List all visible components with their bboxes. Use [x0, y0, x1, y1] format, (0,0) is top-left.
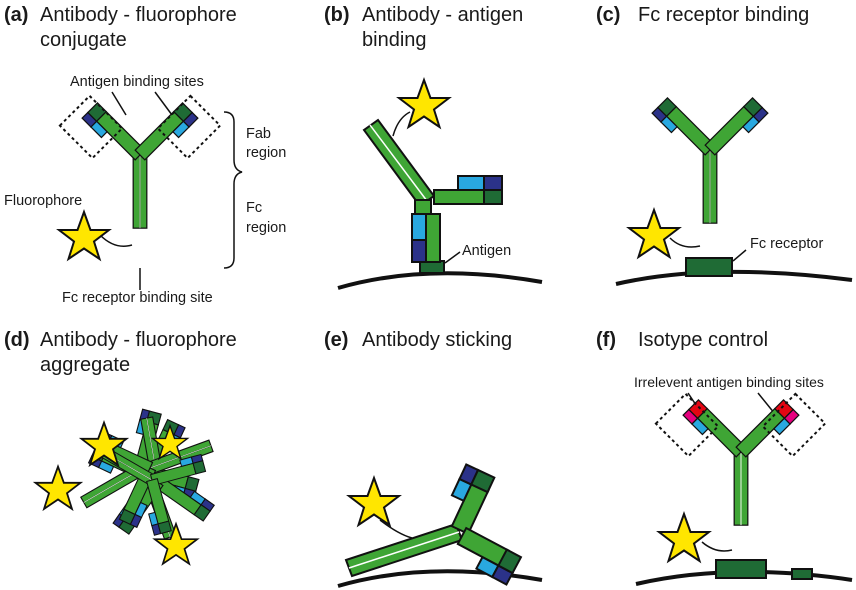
fluorophore-linker — [701, 541, 733, 552]
panel-b-title-line2: binding — [362, 29, 427, 51]
leader-line — [154, 91, 173, 116]
panel-e: (e) Antibody sticking — [324, 329, 543, 588]
region-brace — [223, 111, 243, 269]
fc-receptor-label: Fc receptor — [750, 236, 823, 252]
panel-b-letter: (b) — [324, 4, 350, 26]
star-icon — [34, 465, 82, 510]
antibody-icon-e — [344, 463, 523, 586]
fc-label-line2: region — [246, 220, 286, 236]
fluorophore-linker — [669, 237, 701, 248]
antibody-icon-b — [362, 118, 503, 263]
antibody-icon-isotype — [682, 399, 800, 526]
panel-a-title-line1: Antibody - fluorophore — [40, 4, 237, 26]
panel-d-title-line2: aggregate — [40, 354, 130, 376]
leader-line — [732, 249, 747, 262]
leader-line — [111, 91, 127, 116]
fluorophore-label: Fluorophore — [4, 193, 82, 209]
panel-d-letter: (d) — [4, 329, 30, 351]
panel-c-letter: (c) — [596, 4, 620, 26]
panel-a: (a) Antibody - fluorophore conjugate Ant… — [4, 4, 286, 306]
panel-b: (b) Antibody - antigen binding Antigen — [324, 4, 543, 290]
cell-surface-curve — [337, 569, 543, 588]
star-icon — [658, 513, 710, 562]
fc-label-line1: Fc — [246, 200, 262, 216]
panel-c-title-line1: Fc receptor binding — [638, 4, 809, 26]
fluorophore-linker — [392, 111, 411, 137]
fluorophore-linker — [99, 234, 133, 247]
panel-a-letter: (a) — [4, 4, 28, 26]
cell-surface-curve — [337, 271, 543, 290]
fab-label-line2: region — [246, 145, 286, 161]
panel-c: (c) Fc receptor binding Fc receptor — [596, 4, 853, 286]
antibody-icon-a — [81, 102, 199, 229]
panel-a-title-line2: conjugate — [40, 29, 127, 51]
binding-site-box-right — [761, 392, 827, 458]
panel-f-letter: (f) — [596, 329, 616, 351]
fc-receptor-icon — [715, 559, 767, 579]
binding-site-box-left — [654, 392, 720, 458]
star-icon — [628, 209, 680, 258]
panel-d: (d) Antibody - fluorophore aggregate — [4, 329, 237, 565]
panel-b-title-line1: Antibody - antigen — [362, 4, 523, 26]
fc-receptor-binding-site-label: Fc receptor binding site — [62, 290, 213, 306]
irrelevant-binding-sites-label: Irrelevent antigen binding sites — [634, 374, 824, 390]
panel-e-letter: (e) — [324, 329, 348, 351]
star-icon — [58, 211, 110, 260]
panel-f-title-line1: Isotype control — [638, 329, 768, 351]
antigen-label: Antigen — [462, 243, 511, 259]
antigen-binding-sites-label: Antigen binding sites — [70, 74, 204, 90]
leader-line — [444, 251, 461, 264]
star-icon — [348, 477, 400, 526]
fc-receptor-icon — [685, 257, 733, 277]
antigen-block-icon — [791, 568, 813, 580]
binding-site-box-left — [58, 94, 124, 160]
panel-e-title-line1: Antibody sticking — [362, 329, 512, 351]
star-icon — [398, 79, 450, 128]
cell-surface-curve — [615, 269, 853, 286]
fab-label-line1: Fab — [246, 126, 271, 142]
fluorophore-linker — [379, 519, 413, 539]
panel-f: (f) Isotype control Irrelevent antigen b… — [596, 329, 853, 586]
antibody-icon-c — [651, 97, 769, 224]
binding-site-box-right — [156, 94, 222, 160]
aggregate-cluster — [57, 397, 230, 556]
panel-d-title-line1: Antibody - fluorophore — [40, 329, 237, 351]
